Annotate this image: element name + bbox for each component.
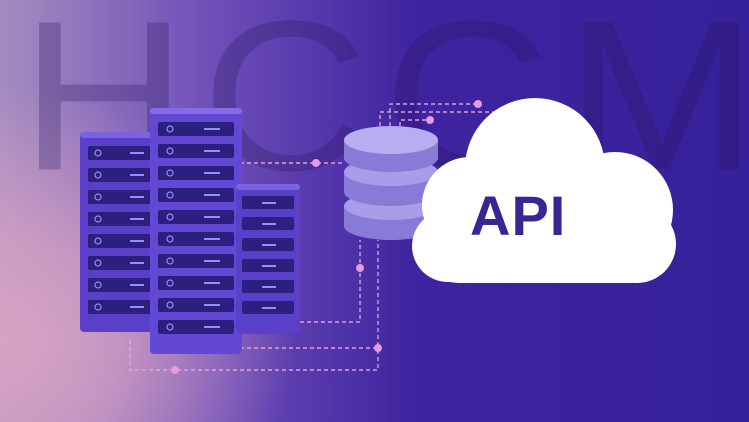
- cloud-icon: [412, 98, 676, 283]
- server-rack-icon: [150, 108, 242, 354]
- server-rack-icon: [80, 132, 160, 332]
- api-label: API: [470, 184, 567, 247]
- database-icon: [344, 126, 438, 240]
- server-rack-icon: [236, 184, 300, 334]
- connector-nodes: [171, 100, 482, 374]
